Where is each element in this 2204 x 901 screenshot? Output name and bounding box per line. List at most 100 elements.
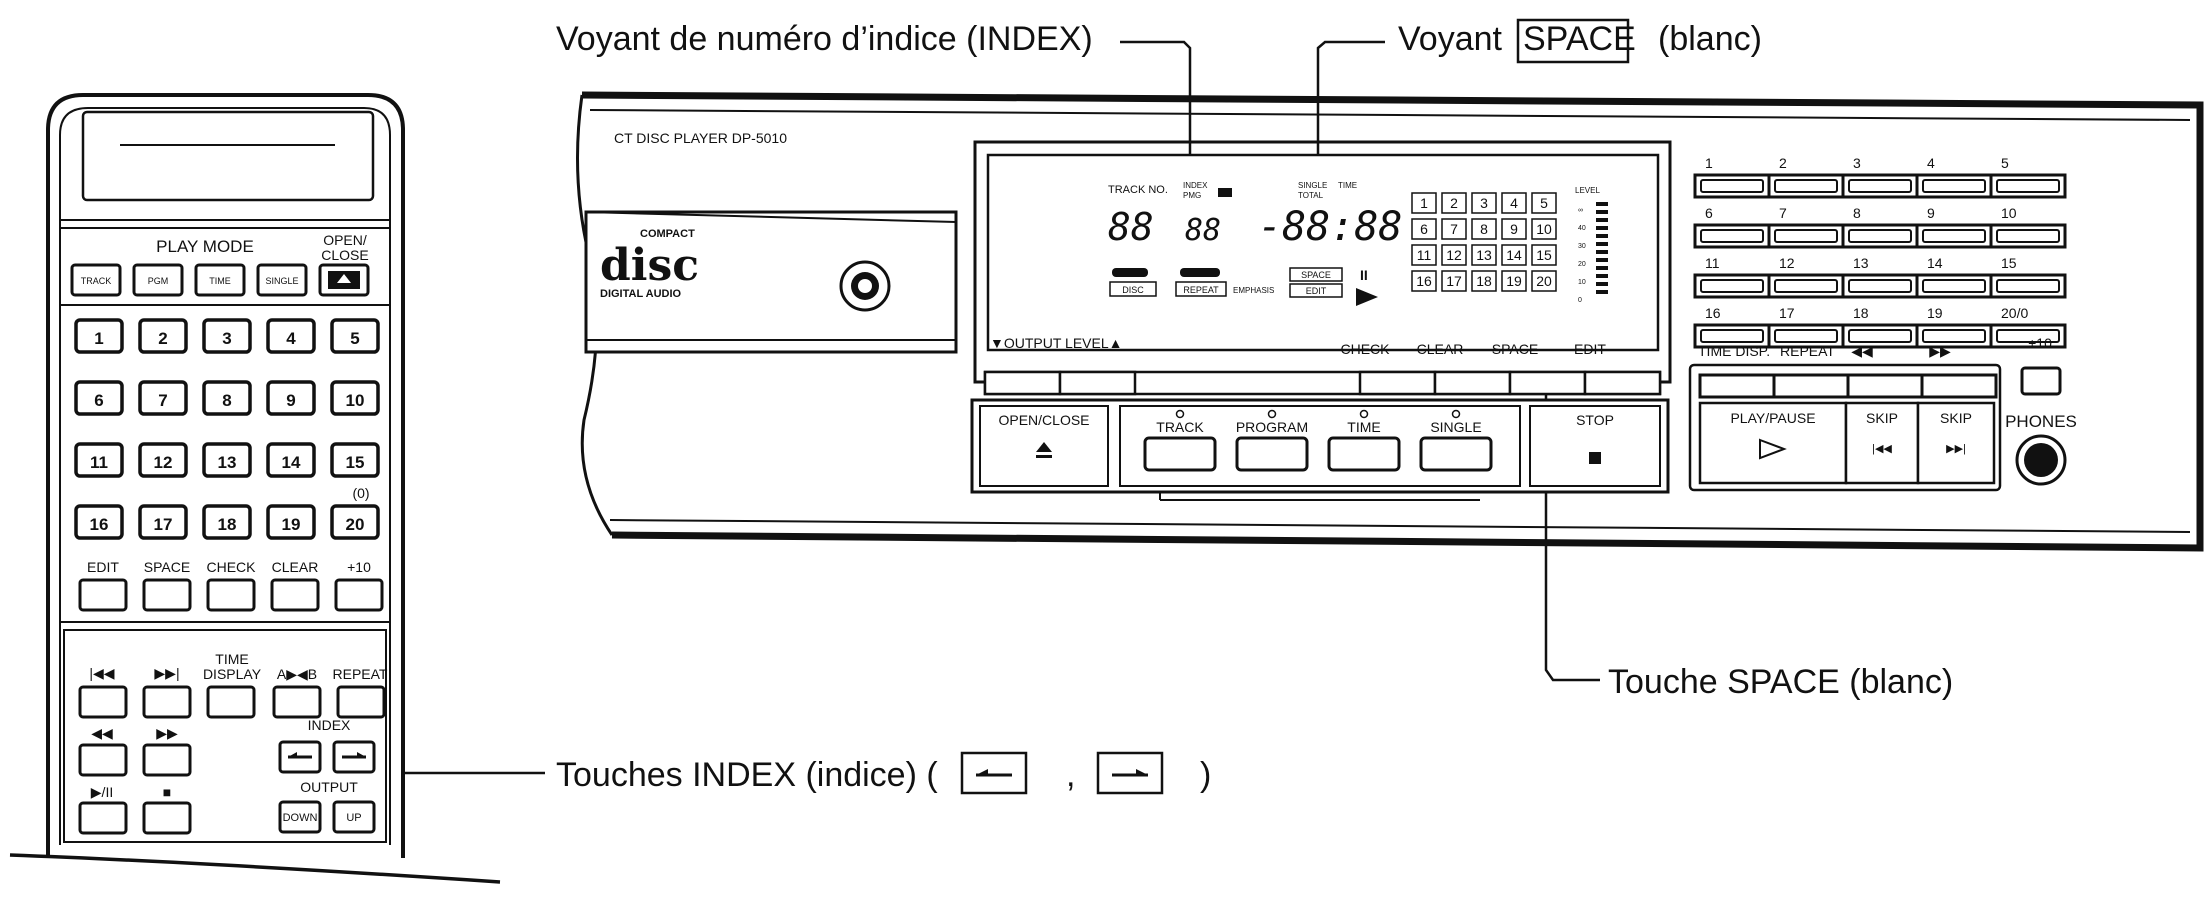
direct-key-7[interactable]: 7 xyxy=(1767,205,1845,249)
repeat-indicator-lamp xyxy=(1180,268,1220,277)
remote-number-button-6[interactable]: 6 xyxy=(74,380,124,416)
remote-number-button-14[interactable]: 14 xyxy=(266,442,316,478)
player-mode-button-time[interactable]: TIME xyxy=(1327,409,1401,472)
direct-key-6[interactable]: 6 xyxy=(1693,205,1771,249)
display-index: INDEX xyxy=(1183,181,1208,190)
remote-number-button-2[interactable]: 2 xyxy=(138,318,188,354)
plus10-button[interactable] xyxy=(2020,366,2062,396)
output-level-down-button[interactable] xyxy=(983,370,1062,396)
direct-key-2[interactable]: 2 xyxy=(1767,155,1845,199)
remote-ab-button[interactable] xyxy=(272,685,322,719)
check-button[interactable] xyxy=(1358,370,1437,396)
remote-number-button-17[interactable]: 17 xyxy=(138,504,188,540)
direct-key-17[interactable]: 17 xyxy=(1767,305,1845,349)
remote-check-button[interactable] xyxy=(206,578,256,612)
remote-number-button-11[interactable]: 11 xyxy=(74,442,124,478)
remote-plus10-button[interactable] xyxy=(334,578,384,612)
headphone-jack[interactable] xyxy=(2015,434,2067,486)
disc-tray xyxy=(584,210,958,354)
direct-key-9[interactable]: 9 xyxy=(1915,205,1993,249)
direct-key-18[interactable]: 18 xyxy=(1841,305,1919,349)
remote-number-button-4[interactable]: 4 xyxy=(266,318,316,354)
remote-number-button-3[interactable]: 3 xyxy=(202,318,252,354)
remote-time-display-button[interactable] xyxy=(206,685,256,719)
player-mode-button-single[interactable]: SINGLE xyxy=(1419,409,1493,472)
level-bar xyxy=(1596,226,1608,230)
fast-forward-button[interactable] xyxy=(1920,373,1998,399)
direct-key-14[interactable]: 14 xyxy=(1915,255,1993,299)
remote-index-back-button[interactable] xyxy=(278,740,322,774)
direct-key-10[interactable]: 10 xyxy=(1989,205,2067,249)
remote-number-button-13[interactable]: 13 xyxy=(202,442,252,478)
edit-button[interactable] xyxy=(1583,370,1662,396)
direct-key-20-0[interactable]: 20/0 xyxy=(1989,305,2067,349)
display-track-cell: 11 xyxy=(1411,244,1437,266)
remote-next-button[interactable] xyxy=(142,685,192,719)
pause-indicator-icon: II xyxy=(1360,267,1368,283)
skip-back-icon: |◀◀ xyxy=(1872,443,1892,455)
remote-number-button-18[interactable]: 18 xyxy=(202,504,252,540)
remote-number-label: 1 xyxy=(94,329,103,348)
remote-number-button-12[interactable]: 12 xyxy=(138,442,188,478)
remote-forward-button[interactable] xyxy=(142,743,192,777)
remote-space-button[interactable] xyxy=(142,578,192,612)
clear-button[interactable] xyxy=(1433,370,1512,396)
skip-forward-button[interactable] xyxy=(1916,401,1996,485)
remote-prev-button[interactable] xyxy=(78,685,128,719)
remote-rewind-button[interactable] xyxy=(78,743,128,777)
disc-tray-button[interactable] xyxy=(839,260,891,312)
remote-mode-label: TRACK xyxy=(81,276,112,286)
remote-number-button-9[interactable]: 9 xyxy=(266,380,316,416)
remote-number-button-5[interactable]: 5 xyxy=(330,318,380,354)
remote-mode-button-time[interactable]: TIME xyxy=(194,263,246,297)
remote-number-button-7[interactable]: 7 xyxy=(138,380,188,416)
remote-number-button-16[interactable]: 16 xyxy=(74,504,124,540)
remote-stop-button[interactable] xyxy=(142,801,192,835)
remote-mode-button-track[interactable]: TRACK xyxy=(70,263,122,297)
skip-back-button[interactable] xyxy=(1844,401,1920,485)
direct-key-8[interactable]: 8 xyxy=(1841,205,1919,249)
direct-key-13[interactable]: 13 xyxy=(1841,255,1919,299)
svg-text:16: 16 xyxy=(1416,273,1432,289)
direct-key-15[interactable]: 15 xyxy=(1989,255,2067,299)
level-bar xyxy=(1596,266,1608,270)
direct-key-19[interactable]: 19 xyxy=(1915,305,1993,349)
remote-edit-row-label: CLEAR xyxy=(272,559,319,575)
direct-key-4[interactable]: 4 xyxy=(1915,155,1993,199)
direct-key-1[interactable]: 1 xyxy=(1693,155,1771,199)
output-level-up-button[interactable] xyxy=(1058,370,1137,396)
remote-number-button-15[interactable]: 15 xyxy=(330,442,380,478)
remote-number-button-20[interactable]: 20 xyxy=(330,504,380,540)
remote-number-button-19[interactable]: 19 xyxy=(266,504,316,540)
remote-mode-button-single[interactable]: SINGLE xyxy=(256,263,308,297)
display-track-cell: 1 xyxy=(1411,192,1437,214)
remote-number-button-10[interactable]: 10 xyxy=(330,380,380,416)
remote-number-button-1[interactable]: 1 xyxy=(74,318,124,354)
remote-number-button-8[interactable]: 8 xyxy=(202,380,252,416)
disc-tray-edge xyxy=(585,211,957,223)
direct-key-12[interactable]: 12 xyxy=(1767,255,1845,299)
remote-output-down-button[interactable] xyxy=(278,800,322,834)
play-pause-button[interactable] xyxy=(1698,401,1848,485)
remote-open-close-button[interactable] xyxy=(318,263,370,297)
remote-repeat-button[interactable] xyxy=(336,685,386,719)
space-button[interactable] xyxy=(1508,370,1587,396)
remote-mode-button-pgm[interactable]: PGM xyxy=(132,263,184,297)
eject-icon xyxy=(1036,442,1052,452)
repeat-button[interactable] xyxy=(1772,373,1850,399)
remote-index-forward-button[interactable] xyxy=(332,740,376,774)
remote-play-pause-button[interactable] xyxy=(78,801,128,835)
player-mode-button-track[interactable]: TRACK xyxy=(1143,409,1217,472)
direct-key-11[interactable]: 11 xyxy=(1693,255,1771,299)
direct-key-16[interactable]: 16 xyxy=(1693,305,1771,349)
rewind-button[interactable] xyxy=(1846,373,1924,399)
callout-space-indicator-leader xyxy=(1316,40,1385,240)
remote-output-up-button[interactable] xyxy=(332,800,376,834)
remote-edit-button[interactable] xyxy=(78,578,128,612)
direct-key-5[interactable]: 5 xyxy=(1989,155,2067,199)
time-disp-button[interactable] xyxy=(1698,373,1776,399)
player-mode-button-program[interactable]: PROGRAM xyxy=(1235,409,1309,472)
remote-clear-button[interactable] xyxy=(270,578,320,612)
direct-key-3[interactable]: 3 xyxy=(1841,155,1919,199)
